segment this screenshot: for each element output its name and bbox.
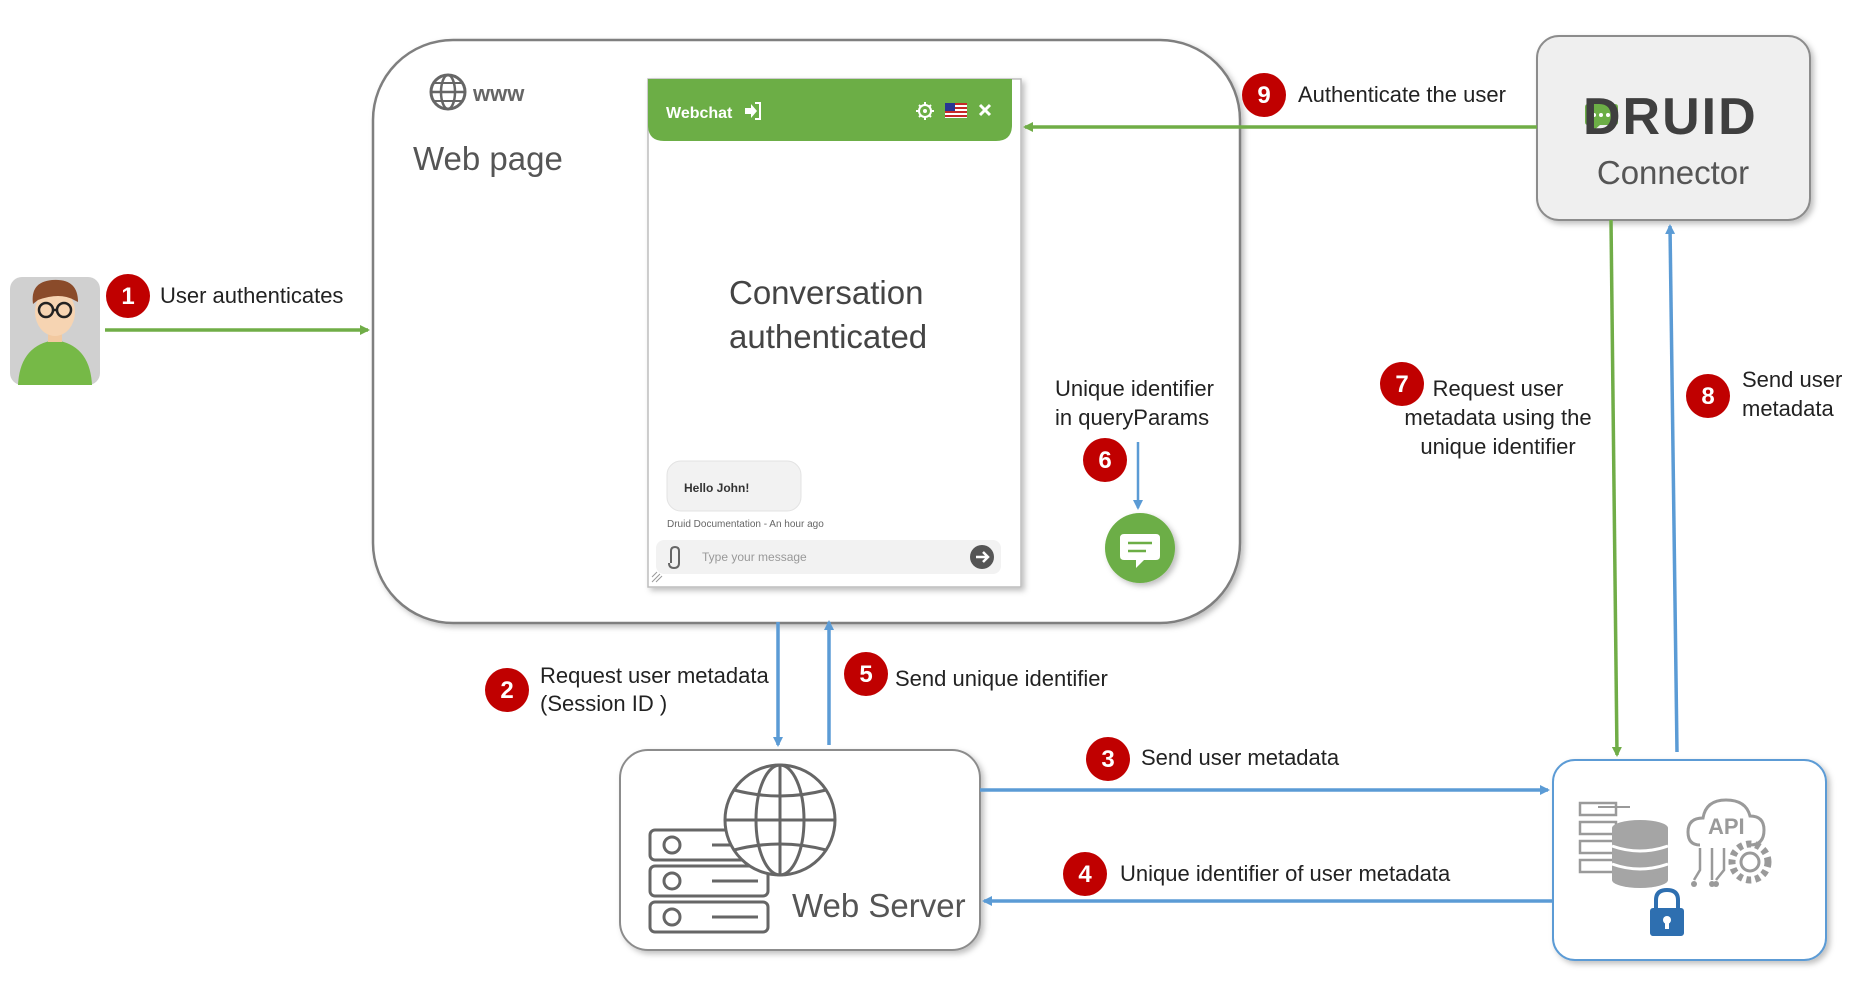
webchat-window: Webchat Conversation authenticated Hello… <box>647 78 1022 588</box>
close-icon[interactable] <box>978 103 992 117</box>
api-label: API <box>1708 814 1745 839</box>
step-number: 1 <box>121 283 134 310</box>
step-8: 8 Send user metadata <box>1686 367 1842 421</box>
message-text: Hello John! <box>684 481 749 495</box>
step-label: Send user metadata <box>1141 745 1340 770</box>
arrow-7 <box>1609 219 1622 757</box>
step-number: 8 <box>1701 383 1714 410</box>
input-placeholder: Type your message <box>702 550 807 564</box>
step-label: unique identifier <box>1420 434 1575 459</box>
step-label: Unique identifier <box>1055 376 1214 401</box>
step-label: Send unique identifier <box>895 666 1108 691</box>
step-label: Send user <box>1742 367 1842 392</box>
resize-handle-icon <box>651 571 663 583</box>
step-number: 6 <box>1098 447 1111 474</box>
step-number: 5 <box>859 661 872 688</box>
step-1: 1 User authenticates <box>106 274 343 318</box>
step-label: (Session ID ) <box>540 691 667 716</box>
step-number: 4 <box>1078 861 1092 888</box>
us-flag-icon[interactable] <box>945 103 967 118</box>
webchat-header <box>648 79 1012 141</box>
step-label: User authenticates <box>160 283 343 308</box>
paperclip-icon[interactable] <box>668 545 680 570</box>
webchat-status-line1: Conversation <box>729 274 923 311</box>
www-label: www <box>472 81 525 106</box>
step-5: 5 Send unique identifier <box>844 652 1108 696</box>
globe-icon <box>429 73 467 111</box>
step-number: 3 <box>1101 746 1114 773</box>
send-arrow-icon[interactable] <box>970 545 994 569</box>
arrow-8 <box>1665 224 1679 753</box>
api-box: API <box>1552 759 1827 961</box>
step-3: 3 Send user metadata <box>1086 737 1340 781</box>
step-label: in queryParams <box>1055 405 1209 430</box>
arrows <box>105 122 1679 906</box>
chat-launcher-icon[interactable] <box>1105 513 1175 583</box>
api-cloud-gear-icon: API <box>1686 798 1772 887</box>
step-label: Request user metadata <box>540 663 769 688</box>
step-label: metadata using the <box>1404 405 1591 430</box>
step-2: 2 Request user metadata (Session ID ) <box>485 663 769 716</box>
webpage-title: Web page <box>413 140 563 177</box>
connector-title: Connector <box>1597 154 1749 191</box>
step-number: 2 <box>500 677 513 704</box>
step-label: Unique identifier of user metadata <box>1120 861 1451 886</box>
step-label: metadata <box>1742 396 1834 421</box>
webchat-title: Webchat <box>666 105 733 122</box>
message-input[interactable] <box>656 540 1001 574</box>
druid-logo-text: DRUID <box>1583 88 1758 146</box>
webchat-status-line2: authenticated <box>729 318 927 355</box>
step-number: 9 <box>1257 82 1270 109</box>
connector-box: DRUID Connector <box>1536 35 1811 221</box>
step-6: Unique identifier in queryParams 6 <box>1055 376 1214 482</box>
webserver-box: Web Server <box>619 749 981 951</box>
database-icon <box>1578 801 1669 888</box>
server-rack-icon <box>648 828 770 934</box>
login-icon[interactable] <box>745 102 761 120</box>
druid-chat-icon <box>1585 104 1618 132</box>
step-label: Request user <box>1433 376 1564 401</box>
step-4: 4 Unique identifier of user metadata <box>1063 852 1451 896</box>
lock-icon <box>1650 887 1684 936</box>
step-9: 9 Authenticate the user <box>1242 73 1506 117</box>
message-bubble <box>666 460 802 512</box>
user-avatar <box>10 277 100 385</box>
globe-icon <box>723 763 837 877</box>
step-7: 7 Request user metadata using the unique… <box>1380 362 1592 459</box>
step-label: Authenticate the user <box>1298 82 1506 107</box>
gear-icon[interactable] <box>916 102 934 120</box>
message-meta: Druid Documentation - An hour ago <box>667 519 824 530</box>
step-number: 7 <box>1395 371 1408 398</box>
webserver-title: Web Server <box>792 887 966 924</box>
